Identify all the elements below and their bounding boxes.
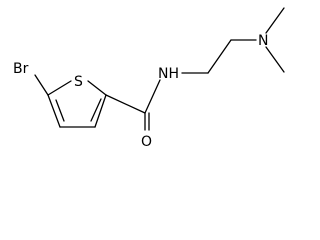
bond-c4-c5 [47, 94, 61, 128]
bond-c5-s1 [47, 80, 72, 96]
bromine-label: Br [13, 61, 29, 77]
amide-nh-label: NH [158, 66, 179, 82]
bond-c2-carbonyl [105, 94, 146, 114]
amine-n-label: N [258, 33, 268, 49]
bond-carbonyl-nh [144, 79, 161, 114]
bond-ch2-ch2 [207, 39, 232, 74]
sulfur-label: S [74, 74, 83, 90]
bond-n-methyl-top [265, 7, 285, 34]
bond-br-c5 [34, 74, 49, 96]
double-bond-c4-c5 [55, 99, 65, 122]
bond-s1-c2 [87, 80, 107, 96]
carbonyl-oxygen-label: O [141, 134, 152, 150]
structure-canvas: Br S NH O N [13, 7, 285, 150]
molecule-diagram: Br S NH O N [13, 7, 285, 150]
double-bond-c2-c3 [90, 98, 102, 122]
bond-n-methyl-bottom [265, 46, 285, 73]
bond-c2-c3 [94, 94, 107, 128]
